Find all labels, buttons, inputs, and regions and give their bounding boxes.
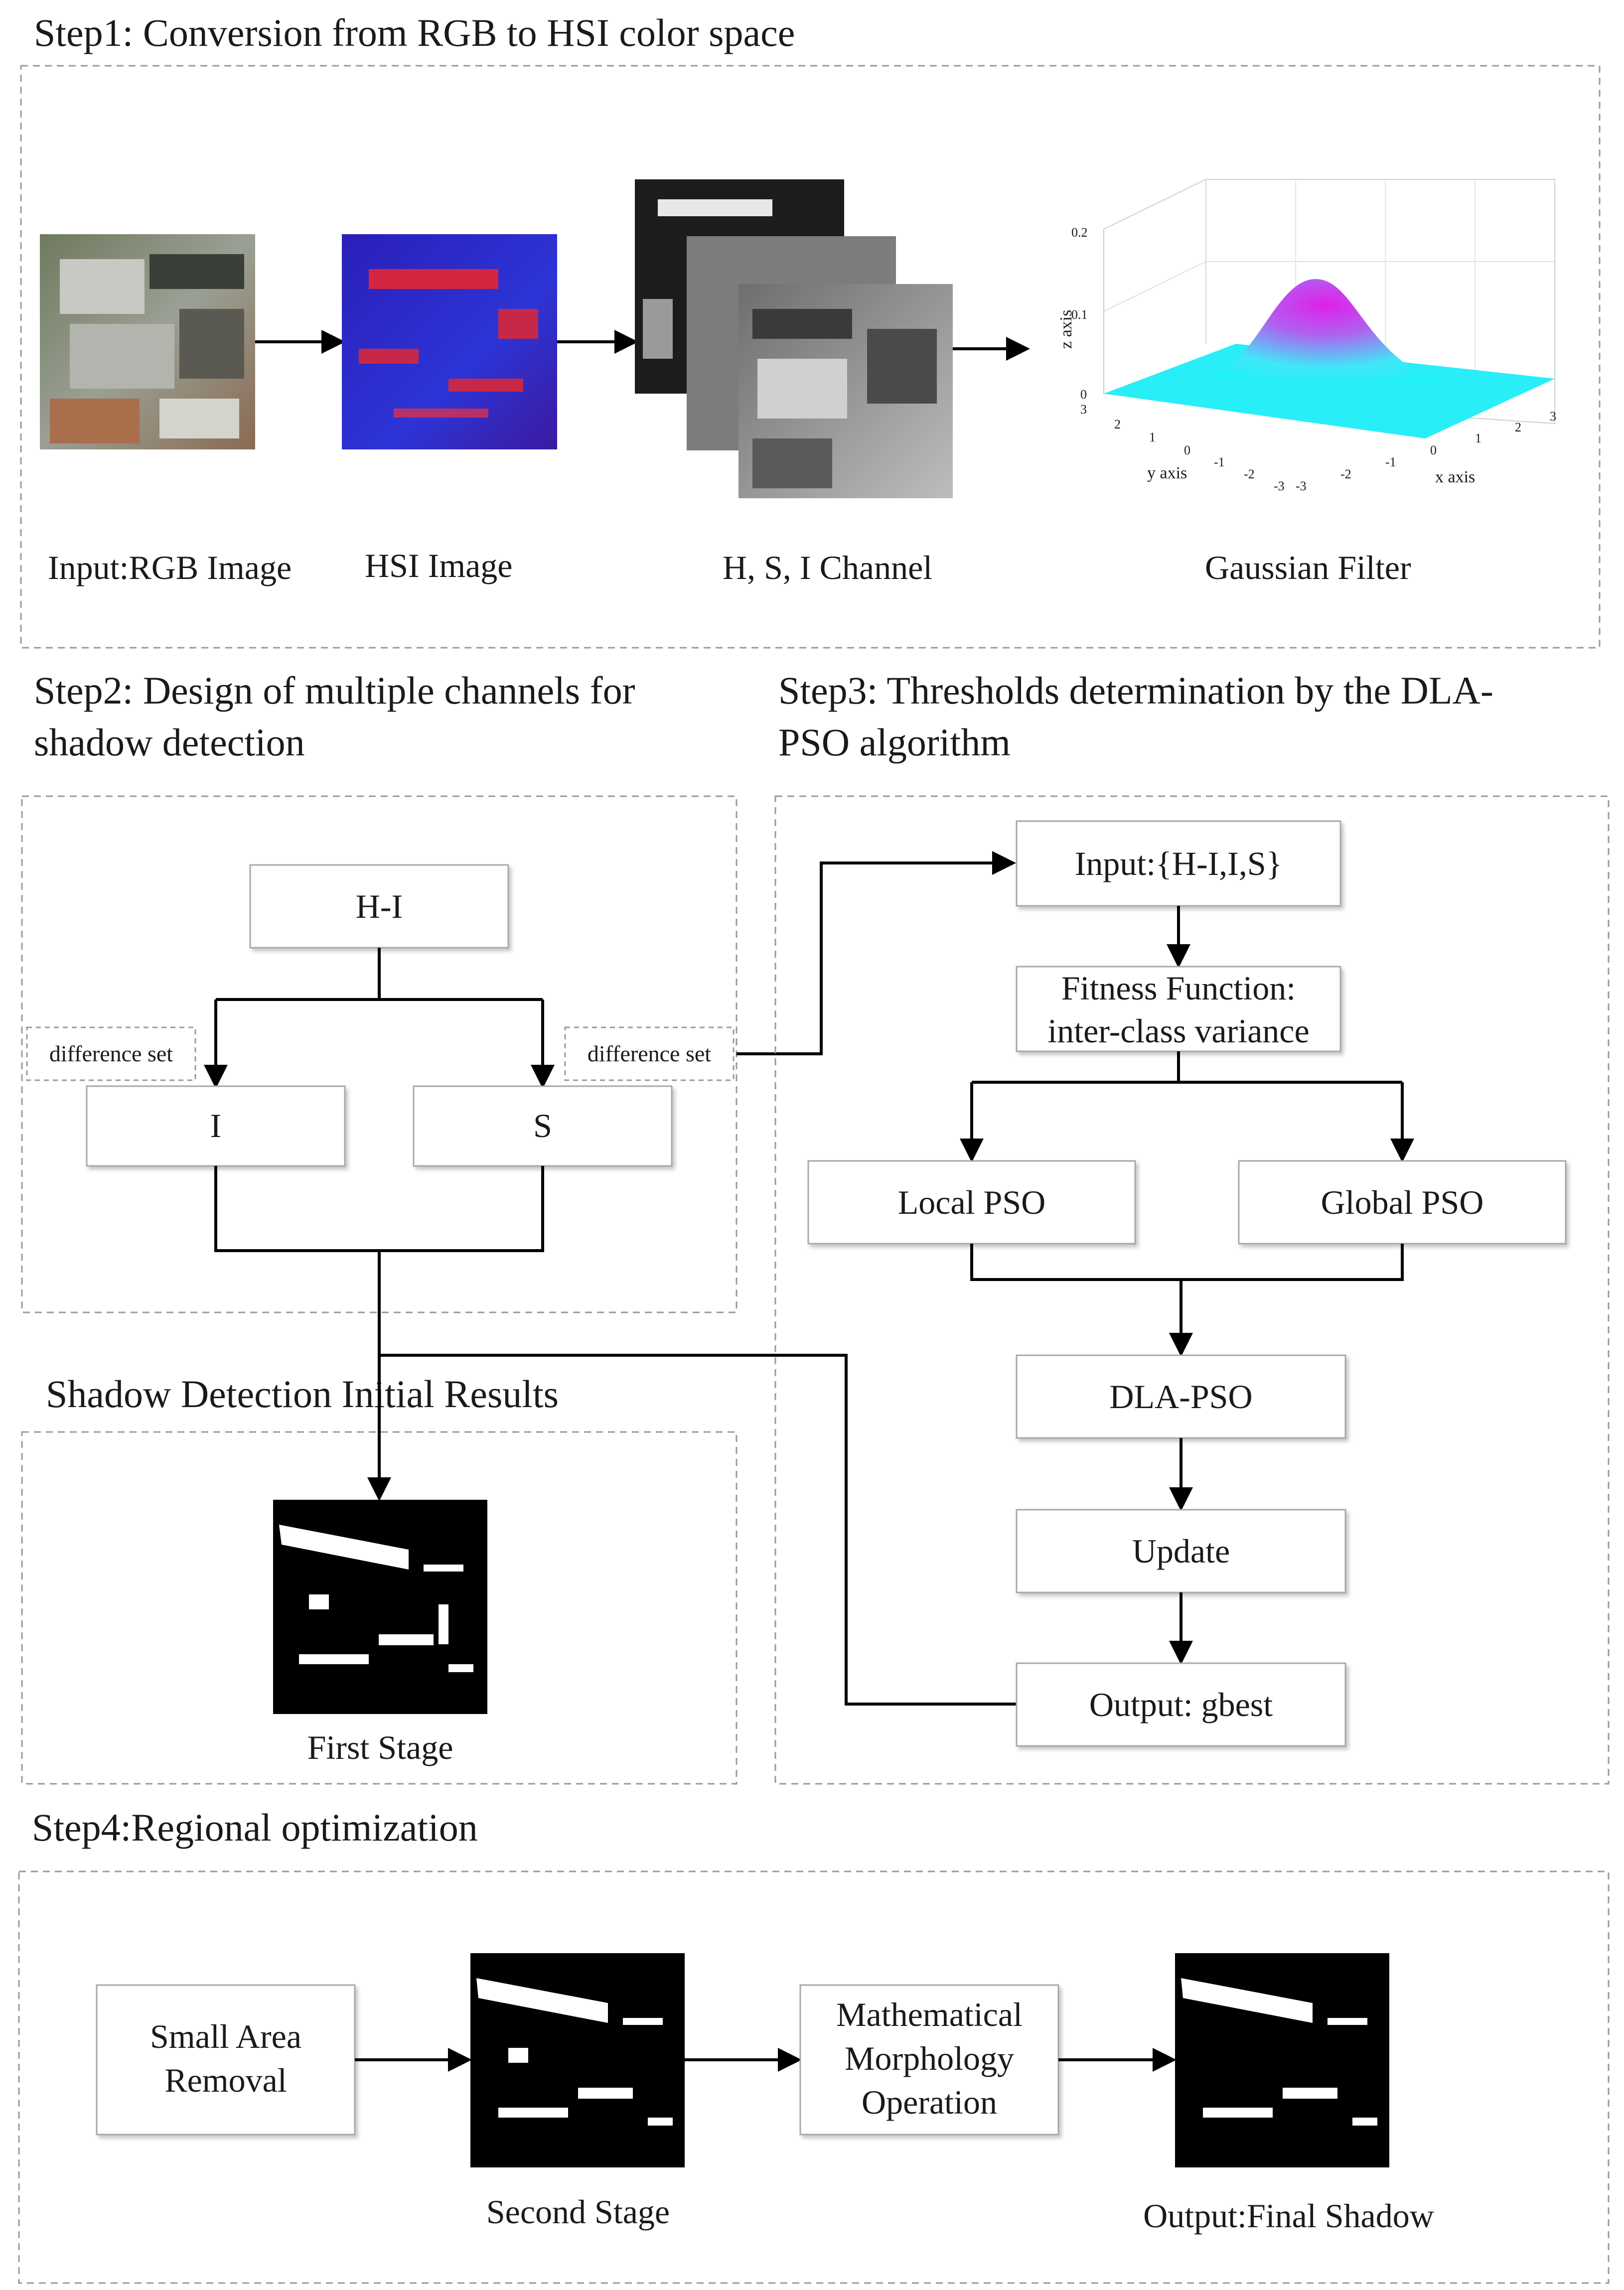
caption-gaussian: Gaussian Filter (1205, 549, 1411, 586)
step3-panel (774, 795, 1610, 1785)
ztick-1: 0.1 (1071, 307, 1088, 322)
ytick-n2: -2 (1244, 467, 1255, 481)
box-local-pso-label: Local PSO (898, 1183, 1046, 1221)
xtick-1: 1 (1475, 431, 1481, 445)
caption-rgb: Input:RGB Image (48, 549, 292, 586)
box-h-minus-i-label: H-I (356, 887, 403, 925)
diff-set-right-box (564, 1026, 735, 1081)
box-small-area-line2: Removal (164, 2061, 287, 2099)
caption-second-stage: Second Stage (486, 2193, 670, 2231)
wire-merge-i-s (214, 1166, 544, 1252)
caption-channels: H, S, I Channel (723, 549, 932, 586)
rgb-image (40, 234, 255, 449)
box-update-label: Update (1132, 1532, 1230, 1570)
ztick-2: 0.2 (1071, 225, 1088, 240)
caption-hsi: HSI Image (365, 547, 512, 584)
box-s (413, 1085, 673, 1167)
diff-set-left-box (26, 1026, 196, 1081)
xtick-n2: -2 (1340, 467, 1351, 481)
box-update (1016, 1509, 1346, 1593)
diff-set-right-label: difference set (588, 1041, 711, 1066)
box-fitness-line1: Fitness Function: (1061, 969, 1296, 1007)
step4-heading: Step4:Regional optimization (32, 1806, 478, 1849)
zaxis-label: z axis (1057, 310, 1075, 349)
step4-panel (18, 1870, 1610, 2284)
hsi-channel-stack (635, 179, 953, 498)
box-dla-pso (1016, 1354, 1346, 1439)
step2-heading-line1: Step2: Design of multiple channels for (34, 669, 635, 712)
caption-final-shadow: Output:Final Shadow (1143, 2197, 1434, 2235)
box-small-area-removal (96, 1984, 356, 2136)
ytick-3: 3 (1080, 402, 1087, 417)
xtick-2: 2 (1515, 420, 1521, 434)
box-pso-input (1016, 820, 1341, 907)
step2-heading-line2: shadow detection (34, 720, 305, 764)
box-morphology-line1: Mathematical (836, 1996, 1023, 2033)
xtick-n3: -3 (1296, 479, 1307, 493)
step3-heading-line2: PSO algorithm (778, 720, 1011, 764)
box-s-label: S (533, 1107, 552, 1145)
box-morphology-line2: Morphology (845, 2039, 1014, 2077)
box-pso-input-label: Input:{H-I,I,S} (1075, 845, 1283, 882)
ytick-n3: -3 (1274, 479, 1285, 493)
box-i-label: I (210, 1107, 222, 1145)
initial-results-panel (21, 1431, 738, 1785)
box-global-pso (1238, 1160, 1567, 1245)
box-dla-pso-label: DLA-PSO (1109, 1378, 1252, 1416)
ytick-0: 0 (1184, 443, 1190, 457)
wire-gbest-feedback (379, 1354, 1017, 1706)
ytick-2: 2 (1114, 417, 1121, 431)
diff-set-left-label: difference set (49, 1041, 173, 1066)
arrow-to-pso-input (737, 851, 1016, 1055)
xaxis-label: x axis (1435, 468, 1475, 486)
yaxis-label: y axis (1147, 464, 1187, 482)
box-i (86, 1085, 346, 1167)
ytick-n1: -1 (1214, 455, 1225, 469)
hsi-image (342, 234, 557, 449)
box-morphology-line3: Operation (862, 2083, 997, 2121)
second-stage-image (470, 1953, 685, 2167)
gaussian-plot: 0 0.1 0.2 z axis 3 2 1 0 -1 -2 -3 y axis… (1057, 179, 1556, 493)
ztick-0: 0 (1080, 387, 1087, 402)
box-global-pso-label: Global PSO (1321, 1183, 1484, 1221)
xtick-3: 3 (1550, 409, 1556, 424)
box-morphology (799, 1984, 1059, 2136)
box-small-area-line1: Small Area (150, 2017, 301, 2055)
initial-results-heading: Shadow Detection Initial Results (46, 1372, 559, 1416)
final-shadow-image (1175, 1953, 1389, 2167)
xtick-n1: -1 (1385, 455, 1396, 469)
box-local-pso (807, 1160, 1136, 1245)
ytick-1: 1 (1149, 430, 1156, 444)
box-output-gbest-label: Output: gbest (1089, 1686, 1273, 1723)
step1-heading: Step1: Conversion from RGB to HSI color … (34, 11, 795, 54)
box-output-gbest (1016, 1662, 1346, 1747)
wire-merge-pso (970, 1244, 1404, 1281)
box-fitness-line2: inter-class variance (1047, 1012, 1309, 1050)
caption-first-stage: First Stage (307, 1728, 453, 1766)
step3-heading-line1: Step3: Thresholds determination by the D… (778, 669, 1493, 712)
xtick-0: 0 (1430, 443, 1437, 457)
first-stage-image (273, 1500, 487, 1714)
step1-panel (20, 65, 1601, 649)
